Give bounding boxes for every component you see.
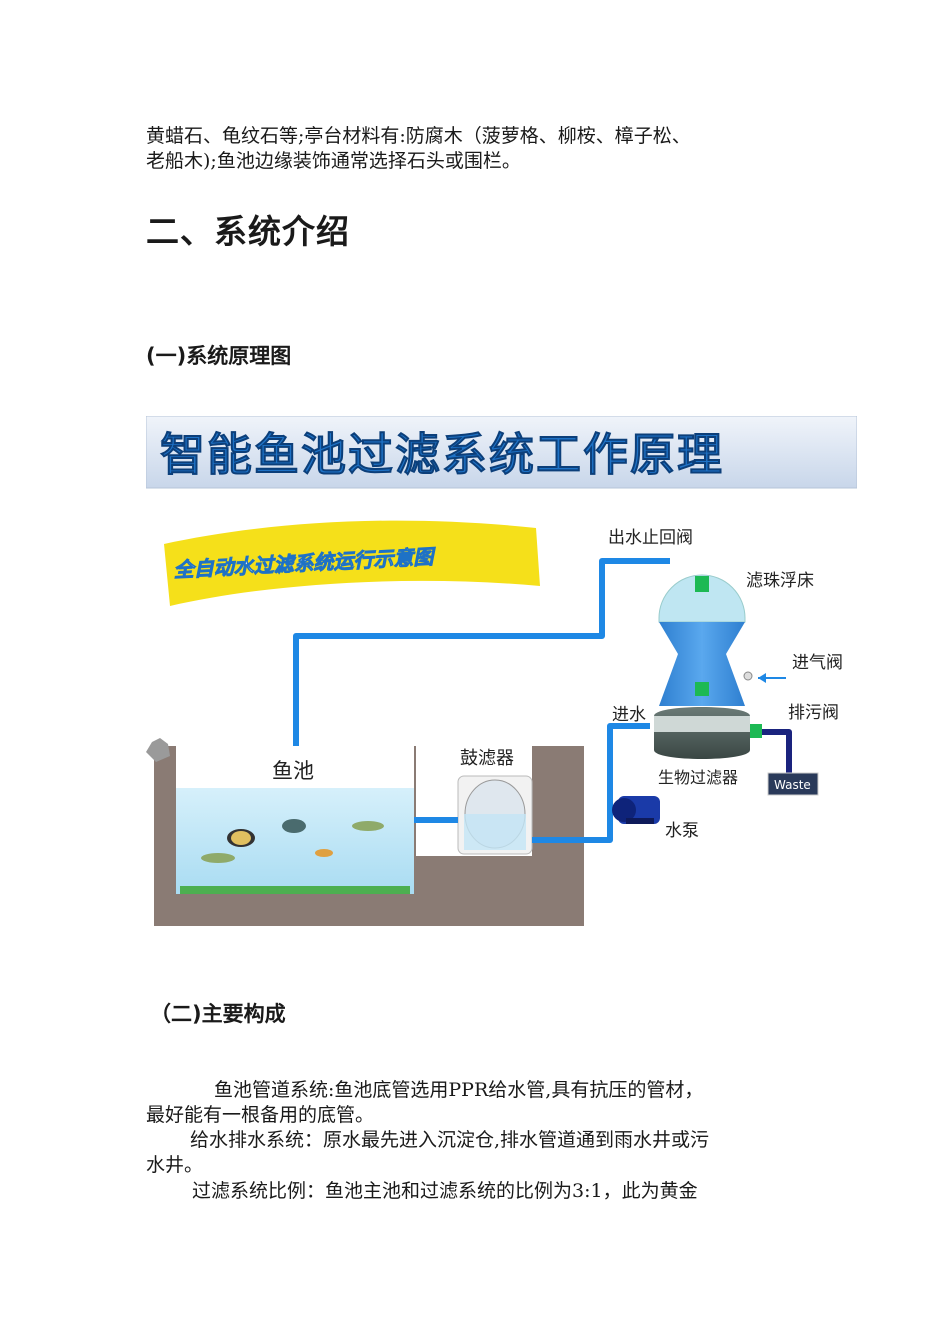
label-check-valve: 出水止回阀 [608,528,693,548]
banner-bg [146,416,857,489]
waste-bin: Waste [767,772,819,796]
label-drain-valve: 排污阀 [788,703,839,723]
label-waste: Waste [774,778,811,792]
label-air-valve: 进气阀 [792,653,843,673]
pump [612,796,660,824]
body-p3-line1: 过滤系统比例：鱼池主池和过滤系统的比例为3:1，此为黄金 [192,1180,698,1202]
subsection-title-2: （二)主要构成 [150,1002,286,1026]
label-pump: 水泵 [665,821,699,841]
body-p2-line1: 给水排水系统：原水最先进入沉淀仓,排水管道通到雨水井或污 [190,1129,710,1151]
label-bio-filter: 生物过滤器 [658,768,738,787]
pond-water [176,788,414,894]
body-p2-line2: 水井。 [146,1154,204,1176]
fish-group [201,819,384,863]
label-pond: 鱼池 [272,759,314,783]
label-drum-filter: 鼓滤器 [460,748,514,769]
subsection-title-1: (一)系统原理图 [146,344,292,368]
bio-filter-tower [654,574,762,759]
section-title: 二、系统介绍 [146,212,350,251]
intro-line-1: 黄蜡石、龟纹石等;亭台材料有:防腐木（菠萝格、柳桉、樟子松、 [146,125,691,147]
pond-grass [180,886,410,894]
label-water-in: 进水 [612,705,646,725]
label-bead-bed: 滤珠浮床 [746,571,814,591]
body-p1-line2: 最好能有一根备用的底管。 [146,1104,375,1126]
intro-line-2: 老船木);鱼池边缘装饰通常选择石头或围栏。 [146,150,521,172]
pipes [293,558,792,843]
system-diagram: 智能鱼池过滤系统工作原理 全自动水过滤系统运行示意图 鱼池 鼓滤器 [146,416,857,930]
ribbon [164,520,540,606]
rock [146,738,170,762]
body-p1-line1: 鱼池管道系统:鱼池底管选用PPR给水管,具有抗压的管材， [214,1079,704,1101]
banner-title: 智能鱼池过滤系统工作原理 [160,428,724,481]
